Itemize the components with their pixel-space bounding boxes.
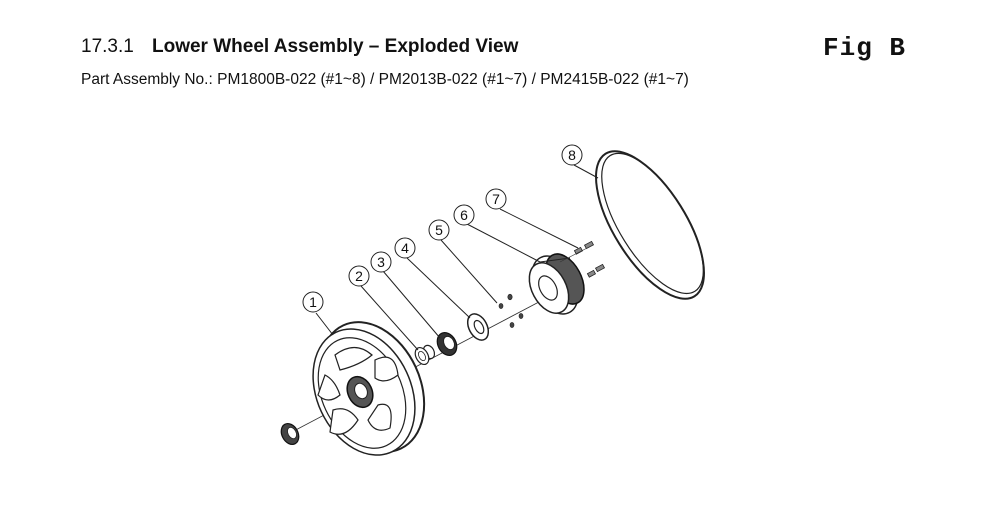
part-5-washer xyxy=(466,313,490,341)
part-4-bearing xyxy=(436,331,458,357)
callout-1: 1 xyxy=(302,291,324,313)
callout-3-label: 3 xyxy=(377,254,385,270)
front-bearing xyxy=(280,422,300,446)
callout-5: 5 xyxy=(428,219,450,241)
callout-6: 6 xyxy=(453,204,475,226)
callout-7-label: 7 xyxy=(492,191,500,207)
callout-8: 8 xyxy=(561,144,583,166)
figure-label: Fig B xyxy=(823,33,907,63)
part-8-tire xyxy=(595,150,705,300)
small-screws xyxy=(498,293,524,328)
part-6-pulley xyxy=(528,253,585,315)
page-title: Lower Wheel Assembly – Exploded View xyxy=(152,36,519,57)
section-number: 17.3.1 xyxy=(81,36,134,57)
callout-8-label: 8 xyxy=(568,147,576,163)
callout-4-label: 4 xyxy=(401,240,409,256)
callout-2-label: 2 xyxy=(355,268,363,284)
callout-6-label: 6 xyxy=(460,207,468,223)
callout-4: 4 xyxy=(394,237,416,259)
callout-5-label: 5 xyxy=(435,222,443,238)
callout-leaders xyxy=(315,164,599,351)
part-7-set-screws xyxy=(559,240,606,278)
part-1-wheel xyxy=(312,321,426,456)
callout-2: 2 xyxy=(348,265,370,287)
callout-1-label: 1 xyxy=(309,294,317,310)
callout-3: 3 xyxy=(370,251,392,273)
part-assembly-numbers: Part Assembly No.: PM1800B-022 (#1~8) / … xyxy=(81,71,689,88)
callout-7: 7 xyxy=(485,188,507,210)
part-2-small-bearing xyxy=(414,346,430,366)
